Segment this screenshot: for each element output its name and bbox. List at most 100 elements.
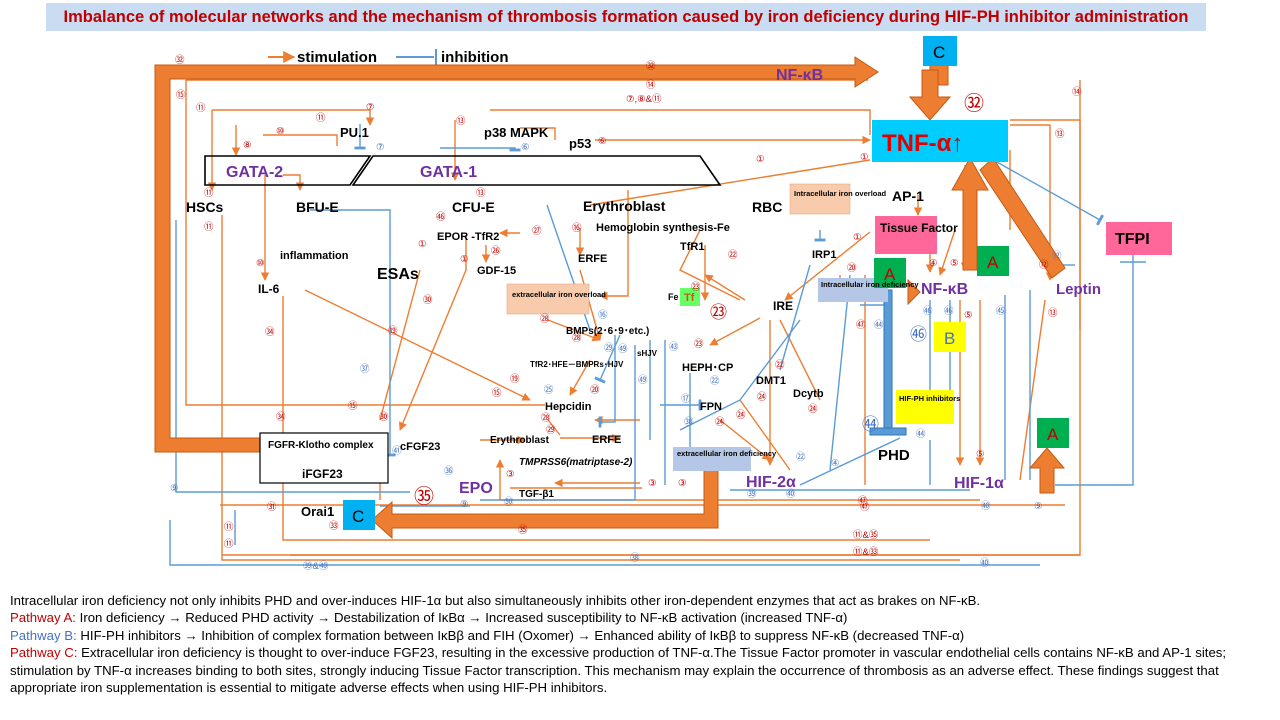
pathway-a-box-2 <box>977 246 1009 276</box>
ref-30-a: ㉙ <box>604 343 614 354</box>
node-erfe-bottom: ERFE <box>592 434 621 446</box>
node-hif1a: HIF-1α <box>954 475 1004 492</box>
ref-36: ㉟ <box>518 525 528 536</box>
ref-11-33: ⑪&㉝ <box>853 547 879 558</box>
node-il6: IL-6 <box>258 282 280 296</box>
legend: stimulation inhibition <box>268 49 508 66</box>
ref-3-c: ③ <box>678 478 687 489</box>
ref-43-a: ㊹ <box>874 320 884 331</box>
pathway-a-letter-1: A <box>884 265 896 284</box>
ref-40-a: ㊵ <box>786 489 796 500</box>
legend-stimulation-label: stimulation <box>297 49 377 66</box>
pathway-c-loop <box>154 56 952 540</box>
ref-13-a: ⑬ <box>456 116 466 127</box>
fgfr-complex-box <box>259 432 389 484</box>
ref-7-b: ⑦ <box>376 142 385 153</box>
caption-c-label: Pathway C: <box>10 645 78 661</box>
ref-45-b: ㊻ <box>923 306 933 317</box>
ref-18: ⑰ <box>681 394 691 405</box>
ref-6-b: ⑥ <box>598 136 607 147</box>
pathway-a-box-3 <box>1037 418 1069 448</box>
node-orai1: Orai1 <box>301 504 334 519</box>
ref-12-a: ⑫ <box>1052 251 1062 262</box>
ref-20: ⑳ <box>590 385 600 396</box>
ref-34-b: ㉞ <box>276 412 286 423</box>
ref-11-e: ⑪ <box>224 522 234 533</box>
ref-9-c: ⑨ <box>1034 501 1043 512</box>
node-bmps: BMPs(2･6･9･etc.) <box>566 326 649 337</box>
node-hepcidin: Hepcidin <box>545 401 592 413</box>
ref-17-b: ⑯ <box>598 310 608 321</box>
ref-40-c: ㊵ <box>980 558 990 569</box>
ref-10-a: ⑩ <box>276 126 285 137</box>
ref-4-b: ④ <box>929 258 938 269</box>
ref-21-a: ㉒ <box>728 250 738 261</box>
ref-37: ㊱ <box>444 466 454 477</box>
node-fpn: FPN <box>700 401 722 413</box>
node-esas: ESAs <box>377 266 419 283</box>
ref-3-a: ③ <box>506 469 515 480</box>
ref-13-b: ⑬ <box>476 188 486 199</box>
node-tmprss6: TMPRSS6(matriptase-2) <box>519 457 633 468</box>
ref-11-d: ⑪ <box>204 222 214 233</box>
ref-16-b: ⑮ <box>348 401 358 412</box>
ref-26: ㉖ <box>491 246 501 257</box>
pathway-c-bottom-box <box>343 500 375 530</box>
node-gata2: GATA-2 <box>226 164 283 181</box>
ref-48: ㊾ <box>618 344 628 355</box>
node-ifgf23: iFGF23 <box>302 467 343 481</box>
ref-23-b: ㉔ <box>757 392 767 403</box>
node-irp1: IRP1 <box>812 249 836 261</box>
ref-47-a: ㊼ <box>856 320 866 331</box>
ref-49: ㊿ <box>504 497 514 508</box>
tnf-alpha-box <box>872 120 1008 162</box>
ref-45-big: ㊻ <box>910 325 927 344</box>
caption-pathway-c: Pathway C: Extracellular iron deficiency… <box>10 645 1227 696</box>
caption-b-label: Pathway B: <box>10 627 77 643</box>
ref-44: ㊺ <box>996 306 1006 317</box>
gata-2-box <box>204 155 372 186</box>
caption-a-label: Pathway A: <box>10 610 76 626</box>
caption-intro: Intracellular iron deficiency not only i… <box>10 593 981 608</box>
ref-36-big: ㉟ <box>414 485 434 508</box>
caption-pathway-a: Pathway A: Iron deficiency → Reduced PHD… <box>10 610 848 626</box>
node-shjv: sHJV <box>637 349 658 358</box>
ref-25: ㉕ <box>544 385 554 396</box>
ref-11-b: ⑪ <box>316 113 326 124</box>
pathway-a-box-1 <box>874 258 906 288</box>
pathway-diagram: stimulation inhibition <box>154 36 1172 572</box>
node-hscs: HSCs <box>186 199 224 215</box>
ref-35: ㉝ <box>329 521 339 532</box>
ref-31-b: ㉚ <box>379 412 389 423</box>
node-ext-iron-overload: extracellular iron overload <box>512 290 606 299</box>
ref-50: ㊴ <box>747 489 757 500</box>
ref-9-b: ⑨ <box>460 499 469 510</box>
ref-1-d: ① <box>460 254 469 265</box>
pathway-c-bottom-letter: C <box>352 507 364 526</box>
ref-11-35: ⑪&㉟ <box>853 530 879 541</box>
node-pu1: PU.1 <box>340 125 369 140</box>
caption: Intracellular iron deficiency not only i… <box>10 592 1272 696</box>
node-tissue-factor: Tissue Factor <box>880 221 958 235</box>
pathway-c-top-letter: C <box>933 43 945 62</box>
ref-1-b: ① <box>860 152 869 163</box>
node-cfue: CFU-E <box>452 199 495 215</box>
ref-21-d: ㉒ <box>796 452 806 463</box>
ref-1-a: ① <box>756 154 765 165</box>
reference-numbers: ㉜ ⑮ ⑪ ⑧ ⑩ ⑪ ⑦ ⑦ ⑬ ⑥ ⑥ ⑭ ㉜ ⑦,⑧&⑪ ① ① ⑬ ⑪ … <box>170 55 1082 572</box>
pathway-a-arrows <box>907 156 1066 494</box>
ref-5-c: ⑤ <box>976 449 985 460</box>
node-tf: Tf <box>684 292 695 304</box>
tissue-factor-box <box>875 216 937 254</box>
ref-11-f: ⑪ <box>224 539 234 550</box>
ref-32-big: ㉜ <box>964 92 984 115</box>
ref-3-b: ③ <box>648 478 657 489</box>
ref-33: ㉛ <box>267 502 277 513</box>
legend-inhibition-label: inhibition <box>441 49 508 66</box>
ref-8: ⑧ <box>243 140 252 151</box>
ref-11-c: ⑪ <box>204 188 214 199</box>
ref-31-a: ㉚ <box>423 295 433 306</box>
node-hephcp: HEPH･CP <box>682 362 733 374</box>
ref-16-c: ⑮ <box>492 388 502 399</box>
ref-38: ㊲ <box>360 364 370 375</box>
